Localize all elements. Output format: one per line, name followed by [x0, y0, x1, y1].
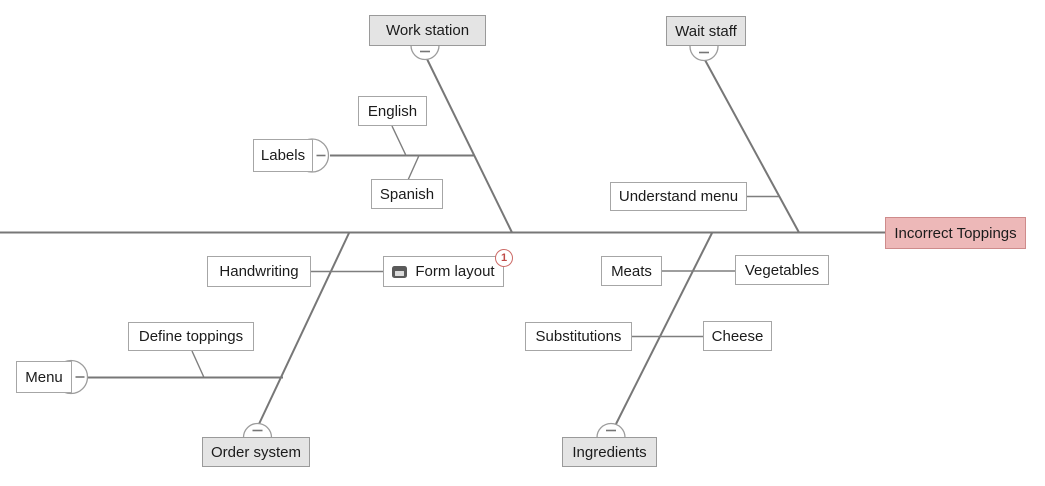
- ingredients-branch-line: [615, 232, 713, 425]
- cause-box-form-layout[interactable]: Form layout: [383, 256, 504, 287]
- comment-icon: [392, 265, 408, 278]
- cause-box-meats[interactable]: Meats: [601, 256, 662, 286]
- category-box-wait-staff[interactable]: Wait staff: [666, 16, 746, 46]
- cause-box-define-toppings[interactable]: Define toppings: [128, 322, 254, 351]
- spanish-connector-line: [407, 155, 420, 181]
- order-system-branch-line: [258, 232, 350, 425]
- cause-box-handwriting[interactable]: Handwriting: [207, 256, 311, 287]
- cause-box-menu[interactable]: Menu: [16, 361, 72, 393]
- cause-box-cheese[interactable]: Cheese: [703, 321, 772, 351]
- cause-box-form-layout-label: Form layout: [415, 263, 495, 280]
- category-box-order-system[interactable]: Order system: [202, 437, 310, 467]
- cause-box-understand-menu[interactable]: Understand menu: [610, 182, 747, 211]
- wait-staff-branch-line: [704, 59, 800, 233]
- cause-box-labels[interactable]: Labels: [253, 139, 313, 172]
- cause-box-vegetables[interactable]: Vegetables: [735, 255, 829, 285]
- cause-box-spanish[interactable]: Spanish: [371, 179, 443, 209]
- cause-box-english[interactable]: English: [358, 96, 427, 126]
- comment-count-badge[interactable]: 1: [495, 249, 513, 267]
- comment-icon-inner: [395, 271, 405, 276]
- effect-box-incorrect-toppings[interactable]: Incorrect Toppings: [885, 217, 1026, 249]
- work-station-branch-line: [426, 58, 513, 233]
- cause-box-substitutions[interactable]: Substitutions: [525, 322, 632, 351]
- define-toppings-connector-line: [191, 350, 205, 378]
- category-box-ingredients[interactable]: Ingredients: [562, 437, 657, 467]
- english-connector-line: [391, 125, 407, 156]
- category-box-work-station[interactable]: Work station: [369, 15, 486, 46]
